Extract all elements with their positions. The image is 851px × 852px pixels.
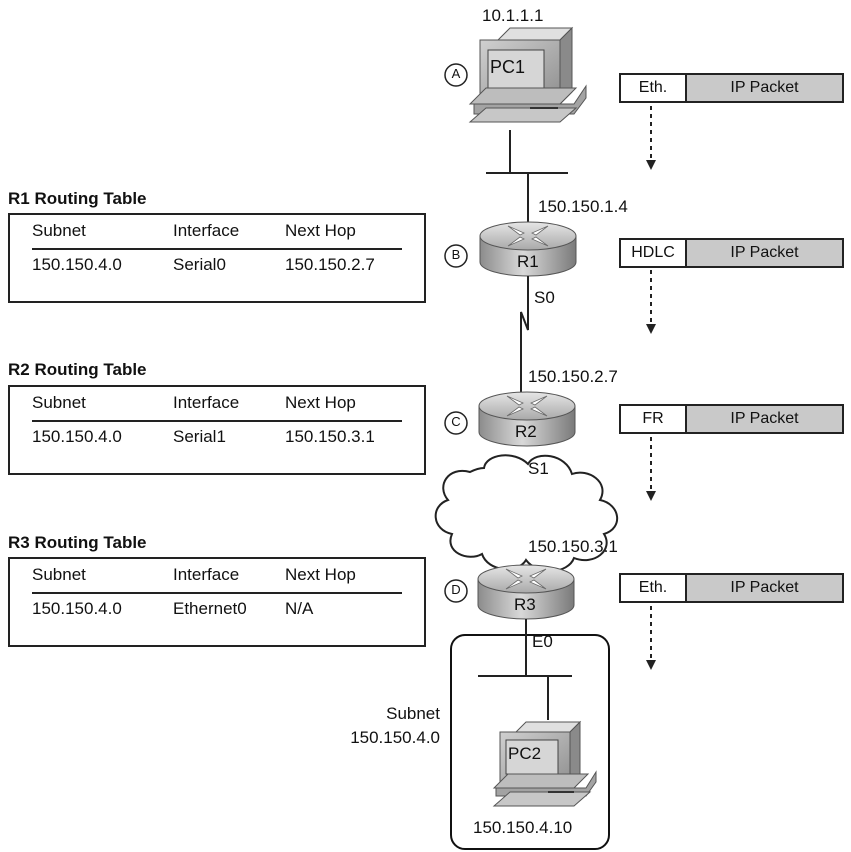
r2-routing-table: Subnet Interface Next Hop 150.150.4.0 Se… (8, 385, 426, 475)
frame-payload: IP Packet (687, 75, 842, 101)
cell-next-hop: N/A (285, 599, 314, 618)
r3-table-title: R3 Routing Table (8, 533, 147, 552)
router-r1-label: R1 (517, 252, 539, 271)
cell-next-hop: 150.150.3.1 (285, 427, 375, 446)
table-header-rule (32, 248, 402, 250)
serial-link-icon (520, 276, 529, 392)
cell-subnet: 150.150.4.0 (32, 599, 122, 618)
r2-table-title: R2 Routing Table (8, 360, 147, 379)
r2-fr-interface-label: S1 (528, 459, 549, 478)
pc1-name-label: PC1 (490, 57, 526, 77)
cell-interface: Serial1 (173, 427, 226, 446)
pc1-ip-label: 10.1.1.1 (482, 6, 544, 25)
col-header-subnet: Subnet (32, 393, 86, 412)
frame-ethernet-2: Eth. IP Packet (619, 573, 844, 603)
ethernet-lan-1 (486, 130, 568, 222)
step-a-circle (444, 63, 468, 87)
step-d-letter: D (451, 582, 461, 597)
col-header-interface: Interface (173, 393, 240, 412)
frame-header: HDLC (621, 240, 687, 266)
router-r2-label: R2 (515, 422, 537, 441)
frame-arrowhead-4 (646, 660, 656, 670)
frame-header: Eth. (621, 75, 687, 101)
step-b-circle (444, 244, 468, 268)
col-header-next-hop: Next Hop (285, 565, 356, 584)
col-header-interface: Interface (173, 565, 240, 584)
frame-ethernet-1: Eth. IP Packet (619, 73, 844, 103)
col-header-next-hop: Next Hop (285, 221, 356, 240)
r1-serial-interface-label: S0 (534, 288, 555, 307)
ethernet-lan-2 (478, 619, 572, 720)
table-header-rule (32, 420, 402, 422)
r1-lan-ip-label: 150.150.1.4 (538, 197, 628, 216)
r3-eth-interface-label: E0 (532, 632, 553, 651)
subnet-boundary-box (450, 634, 610, 850)
col-header-next-hop: Next Hop (285, 393, 356, 412)
frame-payload: IP Packet (687, 240, 842, 266)
step-c-letter: C (451, 414, 461, 429)
cell-subnet: 150.150.4.0 (32, 427, 122, 446)
pc1-icon (468, 26, 587, 123)
frame-payload: IP Packet (687, 406, 842, 432)
frame-arrowhead-2 (646, 324, 656, 334)
col-header-subnet: Subnet (32, 565, 86, 584)
step-c-circle (444, 411, 468, 435)
r1-table-title: R1 Routing Table (8, 189, 147, 208)
frame-frame-relay: FR IP Packet (619, 404, 844, 434)
frame-hdlc: HDLC IP Packet (619, 238, 844, 268)
pc2-name-label: PC2 (508, 744, 542, 763)
r3-fr-ip-label: 150.150.3.1 (528, 537, 618, 556)
pc2-ip-label: 150.150.4.10 (473, 818, 573, 837)
cell-subnet: 150.150.4.0 (32, 255, 122, 274)
step-d-circle (444, 579, 468, 603)
cell-interface: Ethernet0 (173, 599, 247, 618)
pc2-icon (492, 720, 597, 807)
cell-next-hop: 150.150.2.7 (285, 255, 375, 274)
col-header-interface: Interface (173, 221, 240, 240)
step-a-letter: A (451, 66, 461, 81)
frame-arrowhead-1 (646, 160, 656, 170)
frame-payload: IP Packet (687, 575, 842, 601)
r3-routing-table: Subnet Interface Next Hop 150.150.4.0 Et… (8, 557, 426, 647)
r2-serial-ip-label: 150.150.2.7 (528, 367, 618, 386)
col-header-subnet: Subnet (32, 221, 86, 240)
subnet-address: 150.150.4.0 (350, 728, 440, 747)
frame-relay-cloud-icon (434, 454, 619, 573)
frame-header: FR (621, 406, 687, 432)
table-header-rule (32, 592, 402, 594)
subnet-caption: Subnet (386, 704, 440, 723)
step-b-letter: B (451, 247, 461, 262)
router-r3-label: R3 (514, 595, 536, 614)
r1-routing-table: Subnet Interface Next Hop 150.150.4.0 Se… (8, 213, 426, 303)
frame-arrowhead-3 (646, 491, 656, 501)
frame-header: Eth. (621, 575, 687, 601)
cell-interface: Serial0 (173, 255, 226, 274)
